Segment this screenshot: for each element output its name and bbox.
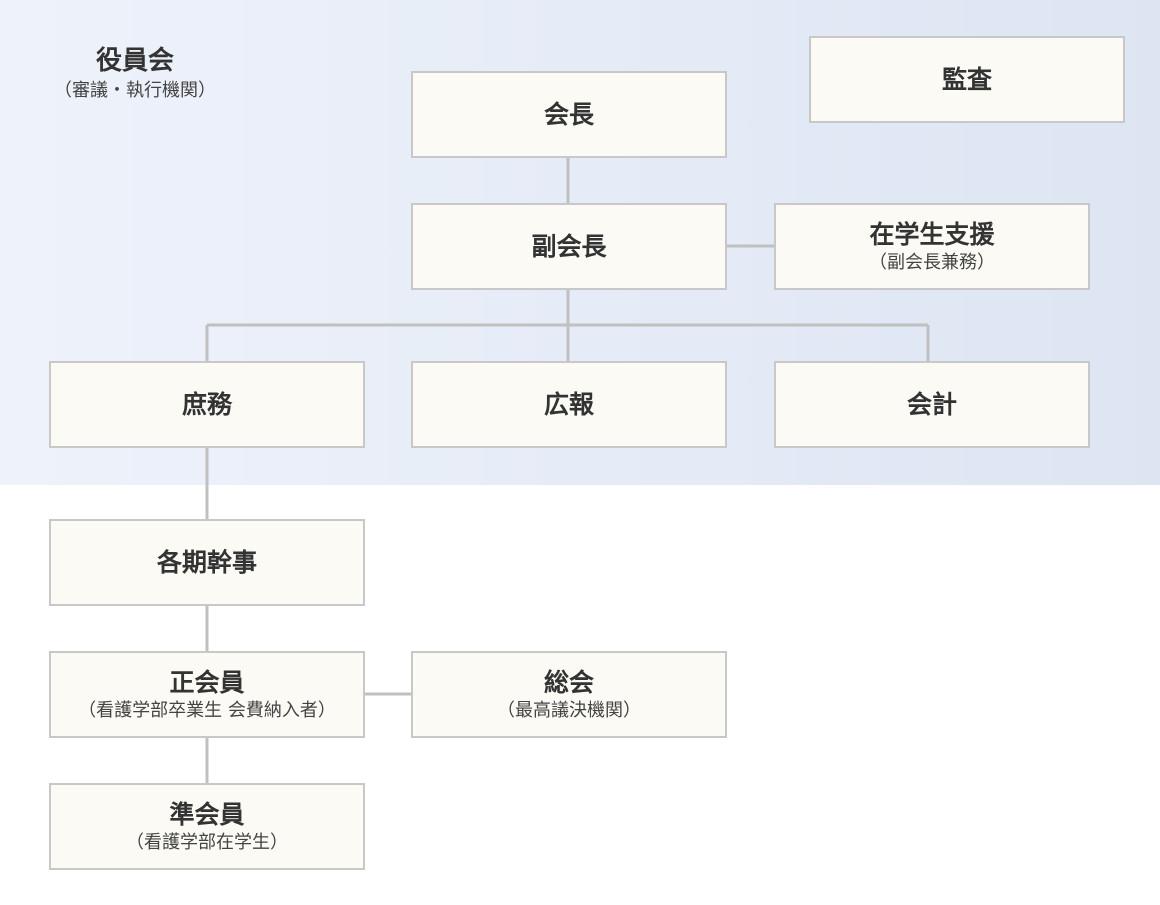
node-vice-president: 副会長 bbox=[411, 203, 727, 290]
node-general-assembly-label: 総会 bbox=[543, 667, 594, 697]
node-general-affairs-label: 庶務 bbox=[181, 389, 232, 419]
node-accounting: 会計 bbox=[774, 361, 1090, 448]
node-regular-members-label: 正会員 bbox=[169, 667, 245, 697]
node-vice-president-label: 副会長 bbox=[531, 231, 607, 261]
node-student-support-note: （副会長兼務） bbox=[869, 251, 995, 273]
node-associate-members-note: （看護学部在学生） bbox=[126, 831, 288, 853]
node-public-relations: 広報 bbox=[411, 361, 727, 448]
node-general-assembly-note: （最高議決機関） bbox=[497, 699, 641, 721]
board-group-title: 役員会 （審議・執行機関） bbox=[30, 44, 240, 104]
node-general-affairs: 庶務 bbox=[49, 361, 365, 448]
node-class-secretaries: 各期幹事 bbox=[49, 519, 365, 606]
node-accounting-label: 会計 bbox=[906, 389, 957, 419]
node-general-assembly: 総会 （最高議決機関） bbox=[411, 651, 727, 738]
node-associate-members-label: 準会員 bbox=[169, 799, 245, 829]
node-audit-label: 監査 bbox=[941, 64, 992, 94]
node-associate-members: 準会員 （看護学部在学生） bbox=[49, 783, 365, 870]
node-student-support: 在学生支援 （副会長兼務） bbox=[774, 203, 1090, 290]
node-regular-members: 正会員 （看護学部卒業生 会費納入者） bbox=[49, 651, 365, 738]
board-title: 役員会 bbox=[95, 46, 174, 76]
node-president-label: 会長 bbox=[543, 99, 594, 129]
node-student-support-label: 在学生支援 bbox=[869, 219, 995, 249]
board-subtitle: （審議・執行機関） bbox=[54, 80, 216, 101]
node-class-secretaries-label: 各期幹事 bbox=[156, 547, 257, 577]
node-regular-members-note: （看護学部卒業生 会費納入者） bbox=[78, 699, 336, 721]
node-audit: 監査 bbox=[809, 36, 1125, 123]
node-president: 会長 bbox=[411, 71, 727, 158]
node-public-relations-label: 広報 bbox=[543, 389, 594, 419]
